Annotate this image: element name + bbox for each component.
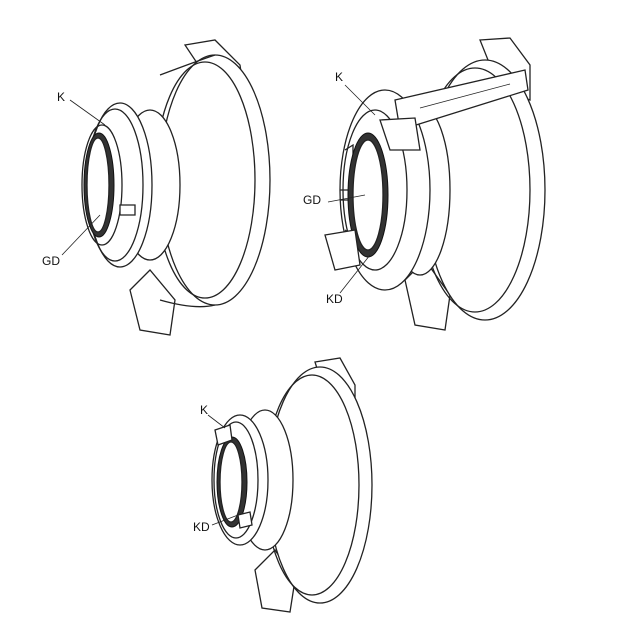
coupling-a-drawing: [61, 39, 271, 336]
coupling-c-drawing: [207, 357, 373, 613]
label-k-a: K: [57, 90, 66, 104]
label-gd-a: GD: [42, 254, 60, 268]
label-k-b: K: [335, 70, 344, 84]
label-kd-b: KD: [326, 292, 343, 306]
label-kd-c: KD: [193, 520, 210, 534]
coupling-b-drawing: [324, 37, 546, 331]
label-gd-b: GD: [303, 193, 321, 207]
label-k-c: K: [200, 403, 209, 417]
